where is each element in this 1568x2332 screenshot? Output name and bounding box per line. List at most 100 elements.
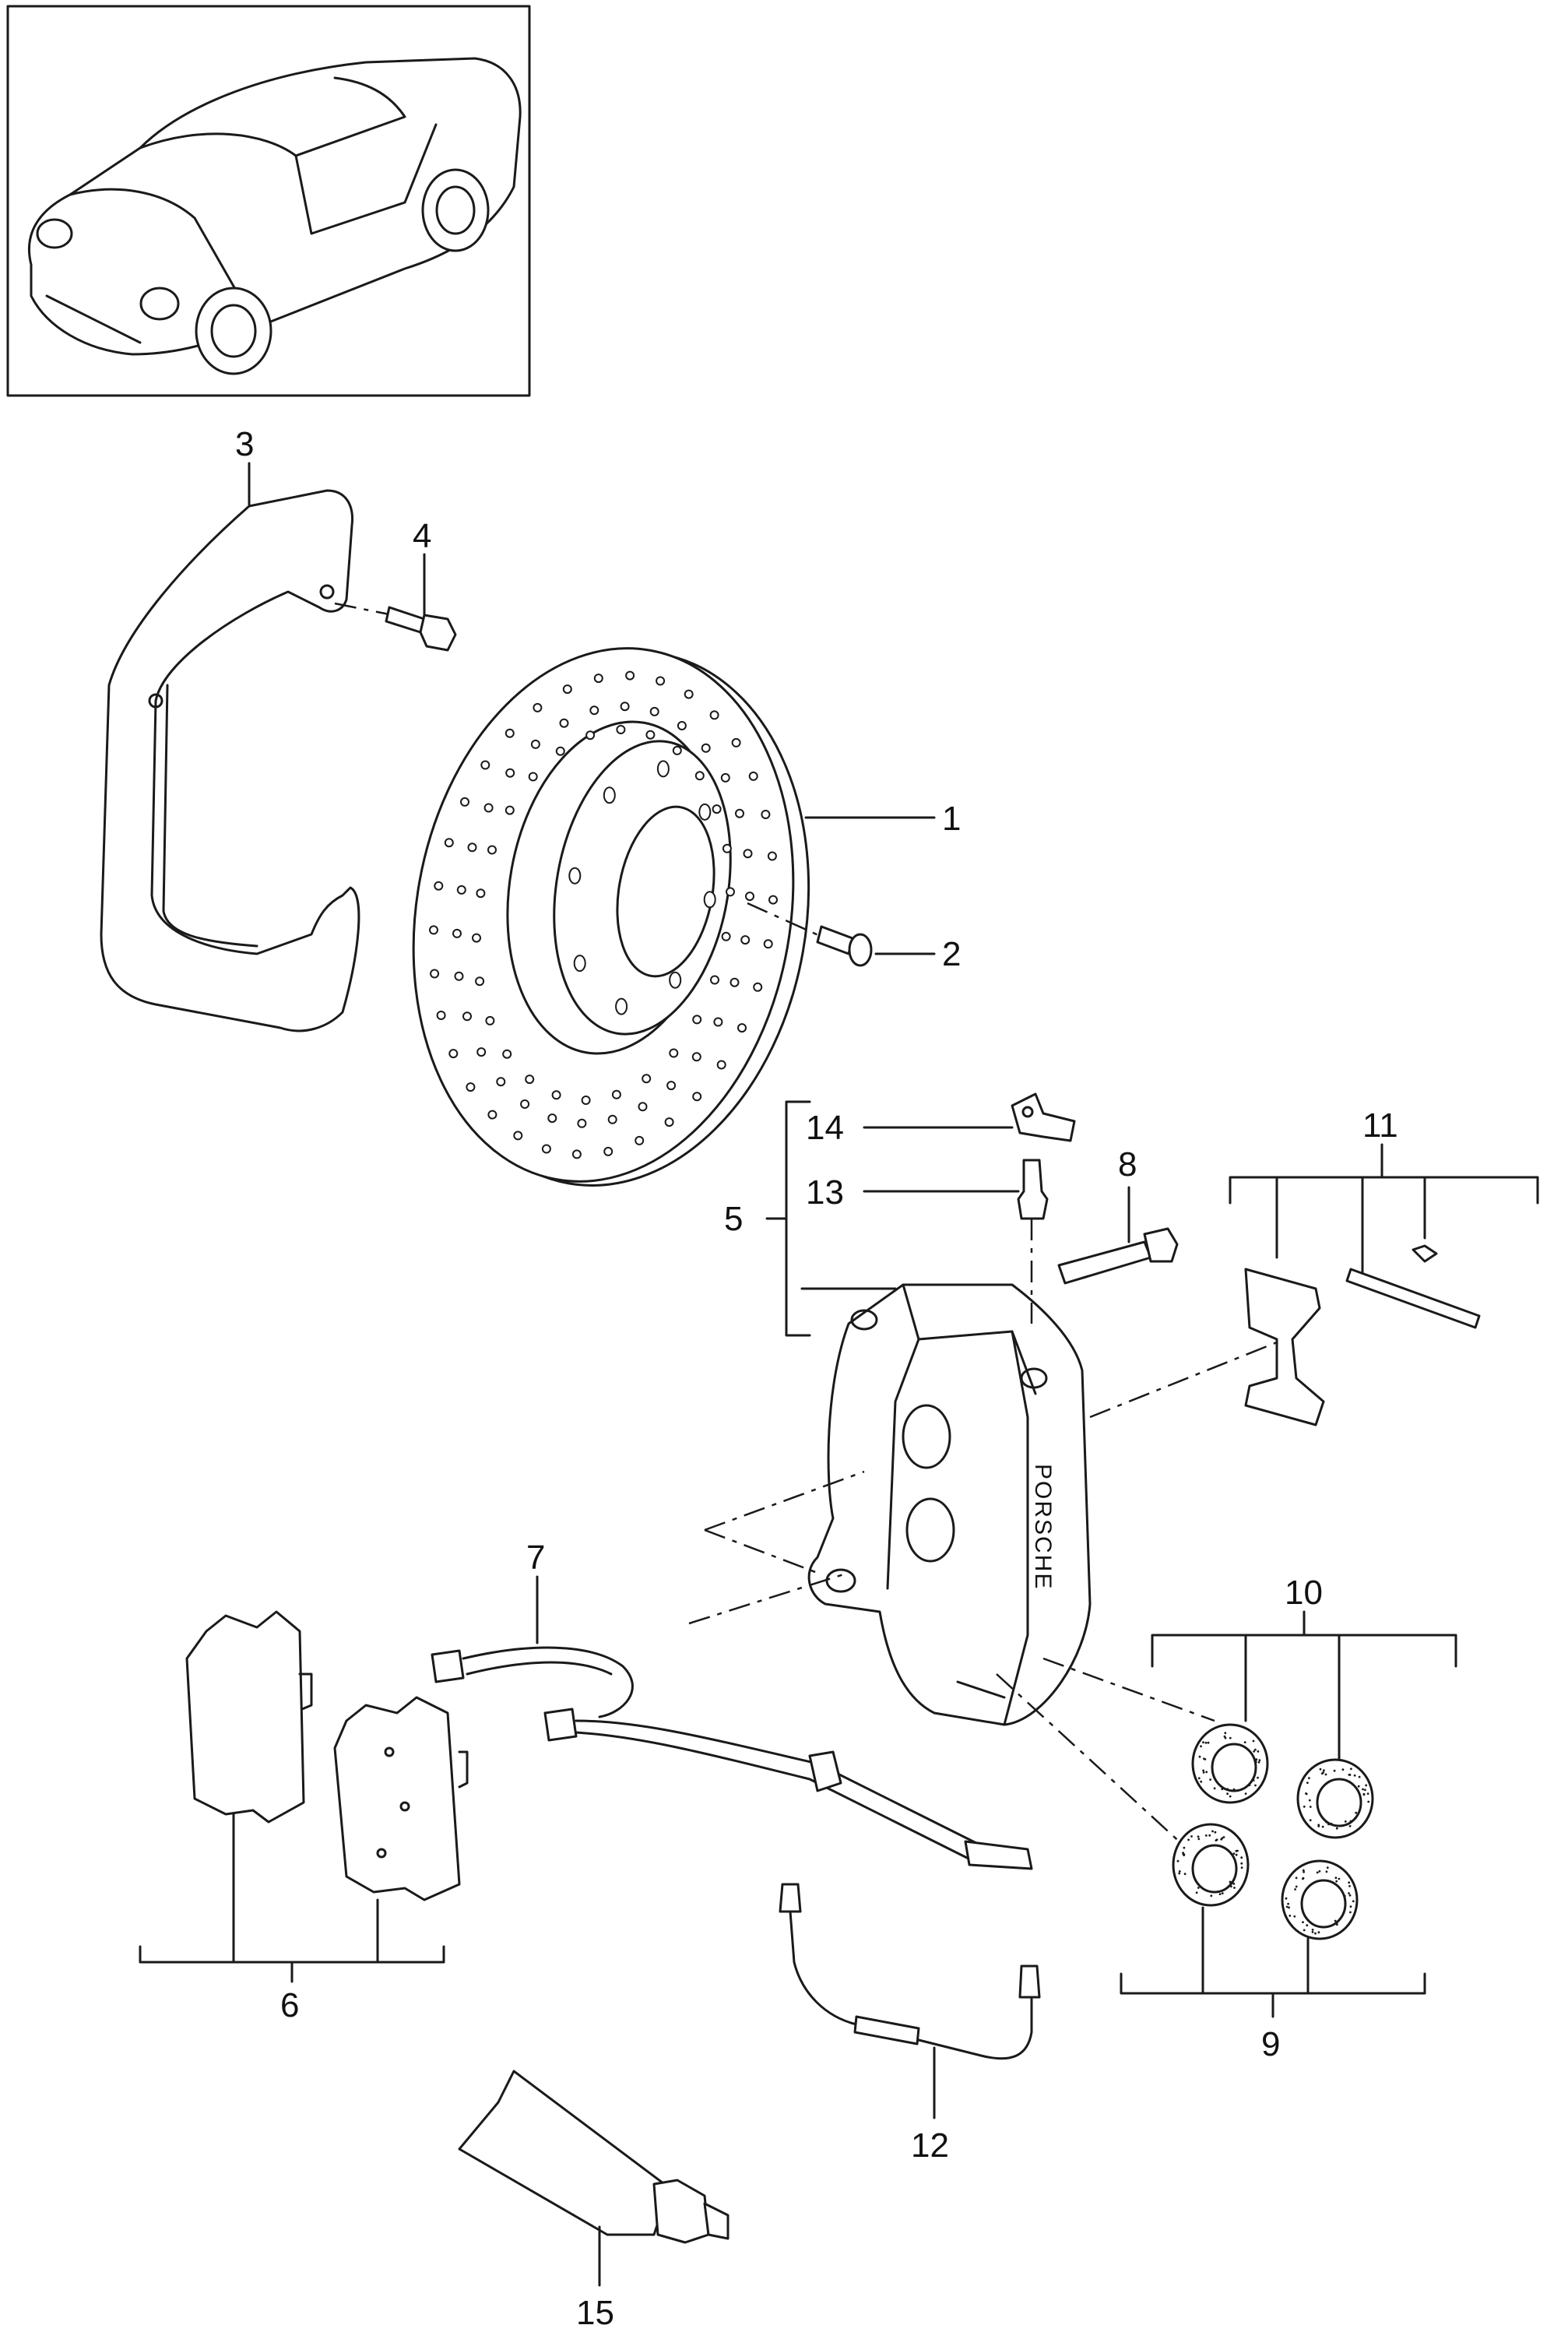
seal-texture-speck [1240,1862,1243,1865]
seal-texture-speck [1354,1775,1356,1777]
seal-texture-speck [1229,1881,1232,1884]
seal-texture-speck [1358,1785,1360,1788]
seal-texture-speck [1355,1812,1357,1814]
disc-cross-drill-hole [485,804,493,812]
disc-cross-drill-hole [723,845,731,853]
seal-texture-speck [1236,1854,1238,1856]
disc-cross-drill-hole [746,892,754,900]
disc-cross-drill-hole [635,1137,643,1145]
disc-cross-drill-hole [673,747,681,754]
seal-texture-speck [1241,1788,1243,1790]
grease-tube [459,2071,728,2285]
seal-texture-speck [1251,1779,1253,1782]
disc-cross-drill-hole [553,1091,561,1099]
car-thumbnail-icon [8,6,529,396]
callout-10: 10 [1285,1574,1323,1612]
disc-cross-drill-hole [543,1145,550,1153]
disc-cross-drill-hole [488,1111,496,1119]
callout-11: 11 [1362,1106,1398,1145]
seal-texture-speck [1217,1891,1219,1893]
hub-bolt-hole [670,973,680,988]
brake-line [780,1884,1039,2118]
seal-texture-speck [1253,1750,1255,1753]
seal-texture-speck [1296,1886,1298,1888]
seal-texture-speck [1205,1742,1208,1744]
seal-texture-speck [1327,1866,1329,1869]
callout-13: 13 [806,1173,844,1212]
disc-cross-drill-hole [744,849,752,857]
seal-texture-speck [1320,1768,1322,1771]
seal-texture-speck [1225,1737,1227,1739]
seal-texture-speck [1196,1891,1198,1894]
disc-cross-drill-hole [506,730,514,737]
disc-cross-drill-hole [711,976,719,984]
seal-texture-speck [1348,1881,1350,1884]
caliper-bolt [1059,1187,1177,1283]
disc-cross-drill-hole [711,711,719,719]
seal-texture-speck [1208,1834,1211,1837]
seal-texture-speck [1310,1806,1312,1808]
disc-cross-drill-hole [476,977,483,985]
disc-cross-drill-hole [438,1011,445,1019]
disc-cross-drill-hole [765,940,772,948]
callout-5: 5 [724,1200,743,1238]
seal-texture-speck [1202,1741,1204,1743]
seal-texture-speck [1336,1827,1338,1830]
seal-texture-speck [1309,1799,1311,1802]
disc-cross-drill-hole [564,685,571,693]
seal-texture-speck [1224,1732,1226,1734]
seal-texture-speck [1355,1817,1357,1819]
seal-texture-speck [1306,1924,1308,1926]
disc-cross-drill-hole [604,1148,612,1155]
disc-cross-drill-hole [503,1050,511,1058]
seal-texture-speck [1362,1789,1364,1791]
seal-texture-speck [1367,1801,1369,1803]
disc-cross-drill-hole [768,853,776,860]
seal-texture-speck [1233,1887,1236,1889]
disc-cross-drill-hole [486,1017,494,1025]
seal-texture-speck [1229,1737,1232,1739]
disc-cross-drill-hole [463,1012,471,1020]
disc-cross-drill-hole [769,896,777,904]
disc-cross-drill-hole [573,1150,581,1158]
callout-4: 4 [413,517,431,555]
seal-texture-speck [1312,1929,1314,1931]
disc-cross-drill-hole [533,704,541,712]
seal-texture-speck [1350,1767,1352,1770]
disc-cross-drill-hole [561,719,568,727]
disc-cross-drill-hole [461,798,469,806]
seal-texture-speck [1331,1823,1333,1825]
seal-texture-speck [1183,1847,1186,1849]
callout-3: 3 [235,425,254,463]
seal-texture-speck [1204,1758,1207,1760]
seal-texture-speck [1232,1883,1235,1885]
callout-labels: 1 2 3 4 5 6 7 8 9 10 11 12 13 14 15 [235,425,1398,2332]
seal-texture-speck [1305,1792,1307,1795]
seal-texture-speck [1349,1825,1352,1827]
seal-texture-speck [1209,1778,1211,1781]
seal-texture-speck [1255,1758,1257,1760]
disc-cross-drill-hole [667,1082,675,1089]
seal-texture-speck [1303,1871,1305,1873]
bleed-cap [864,1094,1074,1141]
callout-14: 14 [806,1109,844,1147]
disc-cross-drill-hole [722,774,730,782]
disc-cross-drill-hole [445,839,453,846]
seal-texture-speck [1178,1873,1180,1875]
hub-bolt-hole [575,955,585,971]
seal-texture-speck [1223,1836,1225,1838]
disc-cross-drill-hole [754,983,761,991]
disc-cross-drill-hole [529,773,537,781]
seal-texture-speck [1335,1880,1338,1883]
disc-cross-drill-hole [578,1120,585,1127]
seal-texture-speck [1226,1792,1229,1795]
disc-cross-drill-hole [722,933,730,941]
seal-texture-speck [1219,1893,1222,1895]
disc-cross-drill-hole [488,846,496,854]
disc-cross-drill-hole [693,1092,701,1100]
seal-texture-speck [1327,1824,1330,1826]
seal-texture-speck [1334,1770,1336,1772]
seal-texture-speck [1350,1905,1352,1908]
seal-texture-speck [1216,1838,1218,1841]
seal-texture-speck [1322,1826,1324,1828]
